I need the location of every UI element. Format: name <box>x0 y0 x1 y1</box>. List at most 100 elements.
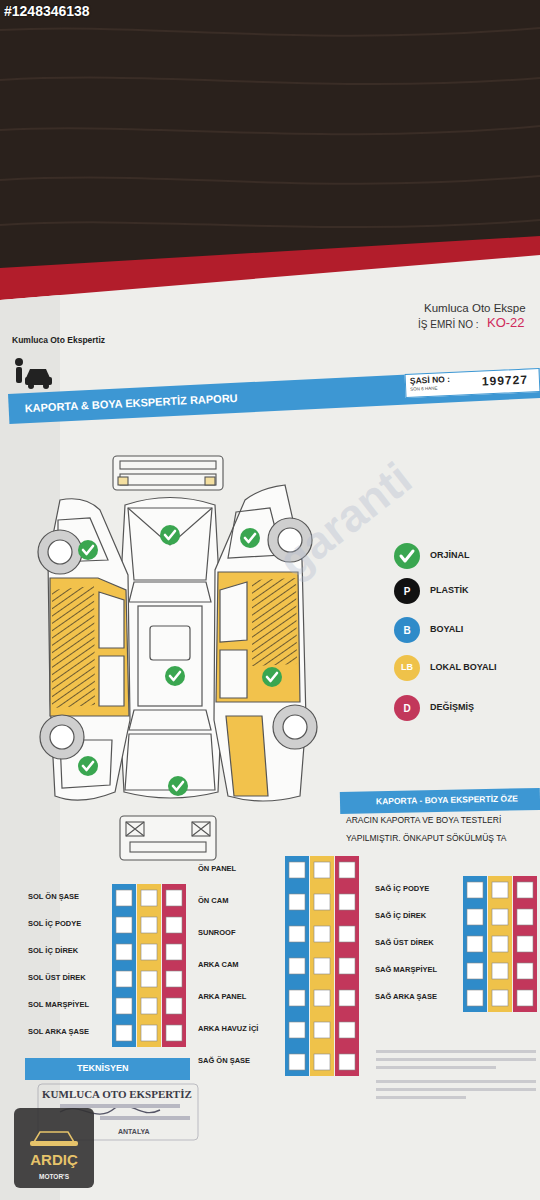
checkbox <box>289 894 305 910</box>
wheel <box>273 705 317 749</box>
color-column <box>488 876 512 1012</box>
checkbox <box>141 1025 157 1041</box>
checkbox <box>492 963 508 979</box>
checkbox <box>141 944 157 960</box>
bumper-cross <box>192 822 210 836</box>
legend-text: ORJİNAL <box>430 551 470 561</box>
stamp-line <box>100 1116 190 1120</box>
node-text: ŞASİ NO : <box>410 375 451 386</box>
checkbox <box>166 917 182 933</box>
fine-print-line <box>376 1080 536 1083</box>
bumper-spot <box>118 477 128 485</box>
windshield <box>129 582 211 602</box>
table-row-label: ARKA PANEL <box>198 993 246 1001</box>
rear-window <box>129 710 211 730</box>
table-row-label: SAĞ İÇ DİREK <box>375 912 426 920</box>
section-band: TEKNİSYEN <box>25 1058 190 1080</box>
stamp-text: ANTALYA <box>118 1128 150 1136</box>
table-row-label: SUNROOF <box>198 929 236 937</box>
wood-grain <box>0 28 540 227</box>
checkbox <box>517 882 533 898</box>
side-window <box>220 582 247 642</box>
fine-print-line <box>376 1058 536 1061</box>
checkbox <box>314 958 330 974</box>
hood-fold <box>128 508 212 545</box>
checkbox <box>314 862 330 878</box>
dealer-logo <box>14 1108 94 1188</box>
fine-print-line <box>376 1066 496 1069</box>
table-row-label: SAĞ İÇ PODYE <box>375 885 429 893</box>
checkbox <box>467 936 483 952</box>
checkbox <box>141 998 157 1014</box>
legend-text: PLASTİK <box>430 586 469 596</box>
order-number: KO-22 <box>487 316 525 330</box>
node-text: SON 6 HANE <box>410 387 437 393</box>
table-row-label: SAĞ ÖN ŞASE <box>198 1057 250 1065</box>
fine-print-line <box>376 1088 536 1091</box>
wheel-hub <box>50 725 74 749</box>
node-text: 199727 <box>482 374 529 389</box>
checkbox <box>289 958 305 974</box>
wood-grain-line <box>0 28 540 36</box>
icon-wheel <box>28 383 34 389</box>
table-row-label: SOL MARŞPİYEL <box>28 1001 89 1009</box>
bumper-box <box>192 822 210 836</box>
checkbox <box>314 1022 330 1038</box>
original-check <box>168 776 188 796</box>
color-column <box>513 876 537 1012</box>
checkbox <box>339 894 355 910</box>
checkbox <box>492 882 508 898</box>
original-check <box>262 667 282 687</box>
checkbox <box>467 909 483 925</box>
checkbox <box>166 1025 182 1041</box>
checkbox <box>467 990 483 1006</box>
legend-text: BOYALI <box>430 625 463 635</box>
company-icon <box>15 358 52 389</box>
report-title: KAPORTA & BOYA EKSPERTİZ RAPORU <box>24 392 237 414</box>
checkbox <box>492 990 508 1006</box>
hatched-area <box>252 578 297 666</box>
legend-text: DEĞİŞMİŞ <box>430 703 474 713</box>
legend-text: LOKAL BOYALI <box>430 663 497 673</box>
icon-wheel <box>43 383 49 389</box>
checkbox <box>314 1054 330 1070</box>
legend-letter: B <box>403 625 410 636</box>
logo-text: MOTOR'S <box>39 1173 69 1180</box>
side-window <box>99 592 124 648</box>
wood-grain-line <box>0 126 540 134</box>
company-name: Kumluca Oto Ekspertiz <box>12 336 105 345</box>
check-tick <box>401 551 413 561</box>
legend-letter: LB <box>401 663 413 673</box>
checkbox <box>166 971 182 987</box>
table-row-label: ARKA CAM <box>198 961 239 969</box>
checkbox <box>517 990 533 1006</box>
roof <box>138 606 202 706</box>
node-text: TEKNİSYEN <box>77 1064 129 1074</box>
fine-print-line <box>376 1050 536 1053</box>
checkbox <box>116 971 132 987</box>
table-row-label: SAĞ MARŞPİYEL <box>375 966 437 974</box>
bumper-strip <box>120 461 216 469</box>
checkbox <box>116 917 132 933</box>
original-check <box>78 756 98 776</box>
wood-grain-line <box>0 220 540 227</box>
painted-fender <box>226 716 268 796</box>
checkbox <box>289 990 305 1006</box>
company-name: Kumluca Oto Ekspe <box>424 302 526 315</box>
wheel <box>38 530 82 574</box>
hood <box>128 508 212 580</box>
color-column <box>137 884 161 1047</box>
wood-grain-line <box>0 78 540 85</box>
bumper-strip <box>120 474 216 485</box>
bumper-strip <box>130 842 206 852</box>
section-band: KAPORTA - BOYA EKSPERTİZ ÖZE <box>340 788 540 814</box>
bumper-outline <box>113 456 223 490</box>
checkbox <box>467 963 483 979</box>
bumper-box <box>126 822 144 836</box>
checkbox <box>166 998 182 1014</box>
checkbox <box>492 936 508 952</box>
bumper-spot <box>205 477 215 485</box>
checkbox <box>339 926 355 942</box>
bumper-outline <box>120 816 216 860</box>
fine-print-line <box>376 1096 466 1099</box>
